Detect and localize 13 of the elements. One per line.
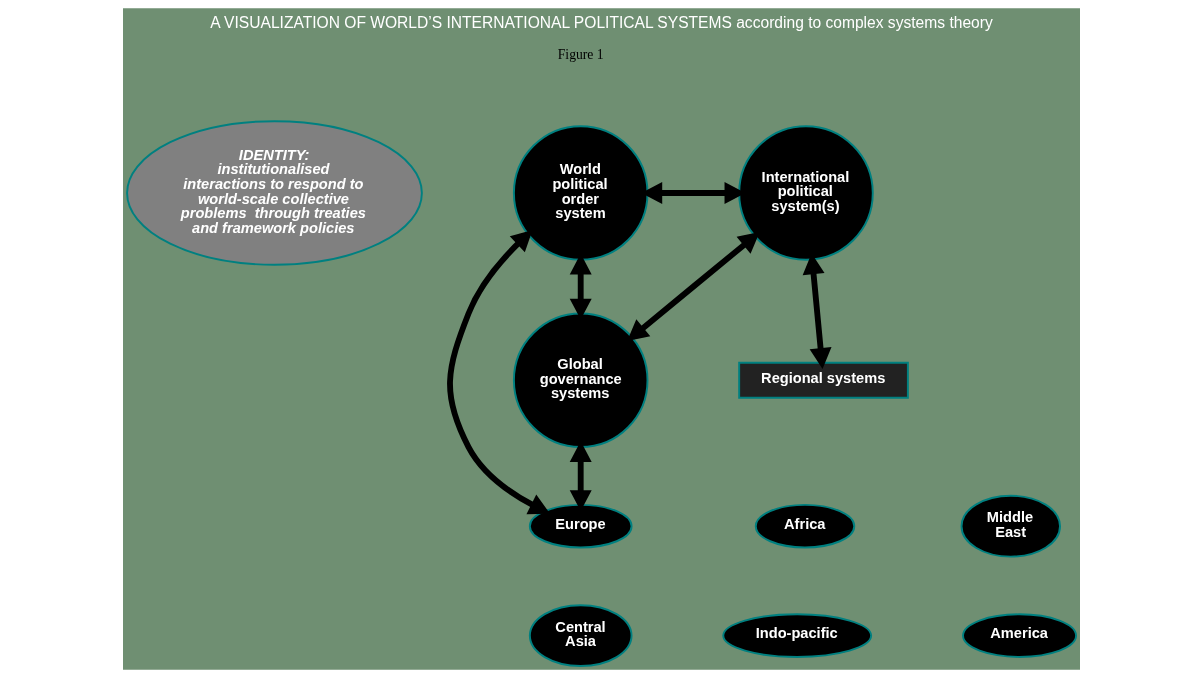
arrow <box>627 232 760 342</box>
node-ellipse: Indo-pacific <box>722 613 873 658</box>
node-ellipse: IDENTITY: institutionalised interactions to respond to world-scale collective problems through treaties and framework policies <box>126 120 423 266</box>
node-ellipse: America <box>962 613 1078 658</box>
node-ellipse: Central Asia <box>528 604 633 668</box>
node-circle: World political order system <box>512 125 649 261</box>
label: Figure 1 <box>557 46 604 62</box>
node-box: Regional systems <box>738 361 909 399</box>
arrow <box>447 229 551 515</box>
node-ellipse: Europe <box>528 503 633 549</box>
node-ellipse: Middle East <box>960 494 1061 558</box>
node-ellipse: Africa <box>754 503 856 549</box>
diagram-title: A VISUALIZATION OF WORLD’S INTERNATIONAL POLITICAL SYSTEMS according to complex systems theory <box>210 14 993 32</box>
